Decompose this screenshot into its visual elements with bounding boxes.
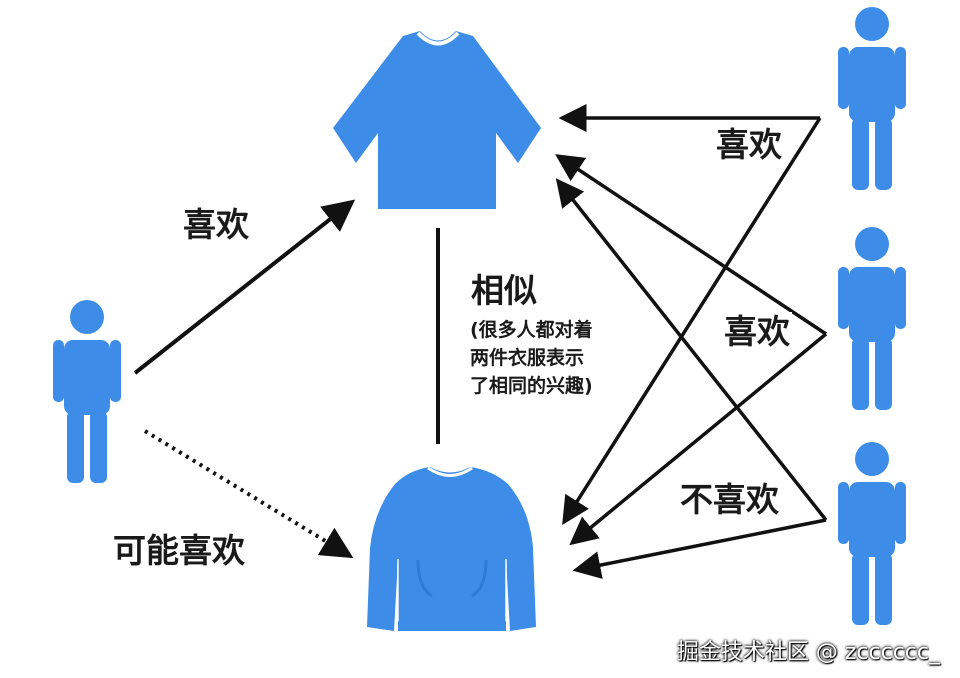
left-user-icon [53, 300, 121, 483]
maybe-likes-label: 可能喜欢 [113, 531, 245, 570]
right-user-middle-icon [838, 227, 906, 410]
right-arrows [555, 104, 828, 579]
middle-user-to-tshirt-arrow [555, 154, 827, 336]
left-user-maybe-likes-arrow [143, 429, 354, 559]
right-user-bottom-icon [838, 442, 906, 625]
likes-label-right-top: 喜欢 [714, 125, 784, 165]
top-user-to-sweatshirt-arrow [562, 117, 822, 525]
likes-label-right-middle: 喜欢 [722, 312, 792, 352]
dislikes-label-right-bottom: 不喜欢 [678, 480, 781, 520]
left-user-likes-arrow [133, 199, 356, 375]
likes-label-left: 喜欢 [183, 205, 249, 244]
middle-user-to-sweatshirt-arrow [569, 332, 828, 546]
right-user-top-icon [838, 7, 906, 190]
similar-note: (很多人都对着 两件衣服表示 了相同的兴趣) [470, 319, 593, 397]
watermark: 掘金技术社区 @ zcccccc_ [676, 640, 940, 665]
tshirt-icon [333, 31, 541, 209]
similar-label: 相似 [471, 271, 537, 310]
sweatshirt-icon [367, 466, 536, 631]
bottom-user-to-sweatshirt-arrow [572, 518, 827, 579]
bottom-user-to-tshirt-arrow [555, 178, 828, 522]
